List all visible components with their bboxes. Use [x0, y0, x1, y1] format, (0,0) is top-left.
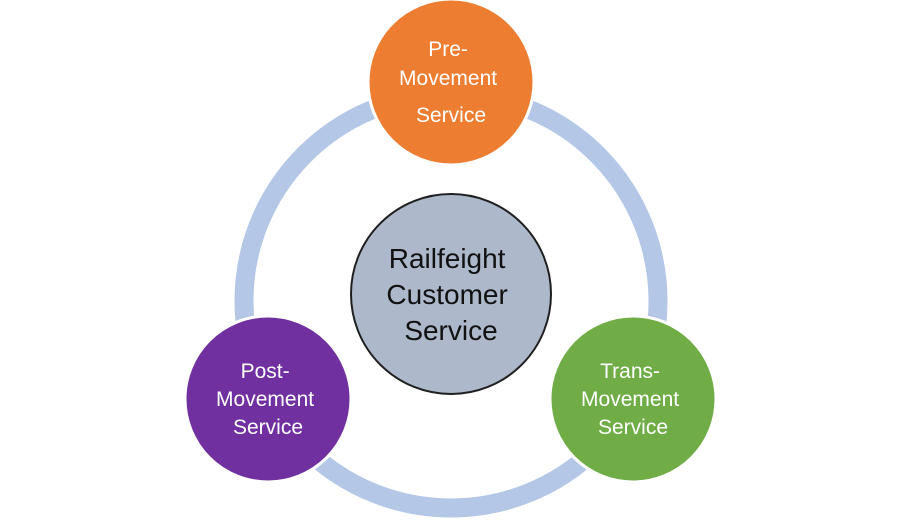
center-label-line-3: Service [404, 315, 497, 346]
post-movement-circle [183, 314, 353, 484]
post-movement-node: Post- Movement Service [183, 314, 353, 484]
pre-movement-label-line-1: Pre- [428, 38, 468, 61]
center-label: Railfeight Customer Service [386, 243, 515, 346]
post-movement-label: Post- Movement Service [216, 360, 320, 439]
post-movement-label-line-3: Service [233, 416, 303, 439]
center-circle [350, 193, 552, 395]
pre-movement-circle [366, 0, 536, 167]
trans-movement-label: Trans- Movement Service [581, 360, 685, 439]
pre-movement-label-line-2: Movement [399, 67, 497, 90]
post-movement-label-line-1: Post- [241, 360, 290, 383]
trans-movement-label-line-2: Movement [581, 388, 679, 411]
trans-movement-node: Trans- Movement Service [548, 314, 718, 484]
trans-movement-label-line-1: Trans- [600, 360, 660, 383]
center-label-line-2: Customer [386, 279, 507, 310]
pre-movement-label-line-3: Service [416, 104, 486, 127]
center-node: Railfeight Customer Service [350, 193, 552, 395]
trans-movement-circle [548, 314, 718, 484]
trans-movement-label-line-3: Service [598, 416, 668, 439]
post-movement-label-line-2: Movement [216, 388, 314, 411]
pre-movement-node: Pre- Movement Service [366, 0, 536, 167]
pre-movement-label: Pre- Movement Service [399, 38, 503, 127]
center-label-line-1: Railfeight [389, 243, 506, 274]
